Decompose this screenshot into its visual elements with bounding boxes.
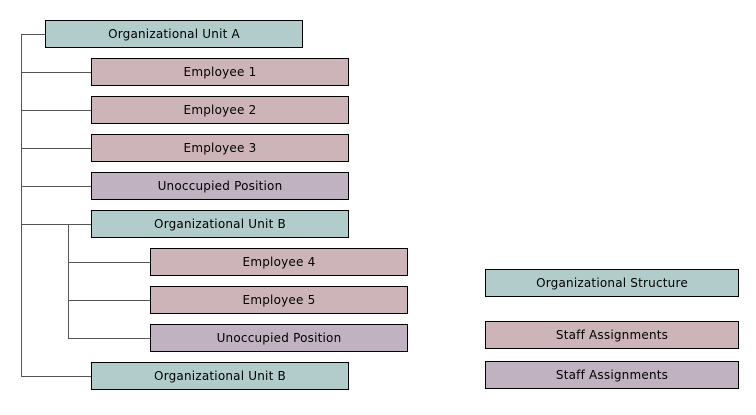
node-ou-b-2[interactable]: Organizational Unit B — [91, 362, 349, 390]
node-ou-a[interactable]: Organizational Unit A — [45, 20, 303, 48]
node-employee-4[interactable]: Employee 4 — [150, 248, 408, 276]
stub-vacant-2 — [68, 338, 150, 339]
trunk-ou-b-vertical — [68, 224, 69, 338]
stub-employee-1 — [21, 72, 91, 73]
stub-ou-a — [21, 34, 45, 35]
legend-staff-assignments-2: Staff Assignments — [485, 361, 739, 389]
stub-vacant-1 — [21, 186, 91, 187]
node-vacant-1[interactable]: Unoccupied Position — [91, 172, 349, 200]
node-employee-5[interactable]: Employee 5 — [150, 286, 408, 314]
stub-employee-2 — [21, 110, 91, 111]
legend-organizational-structure: Organizational Structure — [485, 269, 739, 297]
stub-employee-3 — [21, 148, 91, 149]
node-employee-2[interactable]: Employee 2 — [91, 96, 349, 124]
node-employee-3[interactable]: Employee 3 — [91, 134, 349, 162]
stub-employee-4 — [68, 262, 150, 263]
legend-staff-assignments-1: Staff Assignments — [485, 321, 739, 349]
trunk-root-vertical — [21, 34, 22, 377]
node-ou-b-1[interactable]: Organizational Unit B — [91, 210, 349, 238]
node-employee-1[interactable]: Employee 1 — [91, 58, 349, 86]
stub-ou-b-2 — [21, 376, 91, 377]
stub-ou-b-1 — [21, 224, 91, 225]
node-vacant-2[interactable]: Unoccupied Position — [150, 324, 408, 352]
stub-employee-5 — [68, 300, 150, 301]
